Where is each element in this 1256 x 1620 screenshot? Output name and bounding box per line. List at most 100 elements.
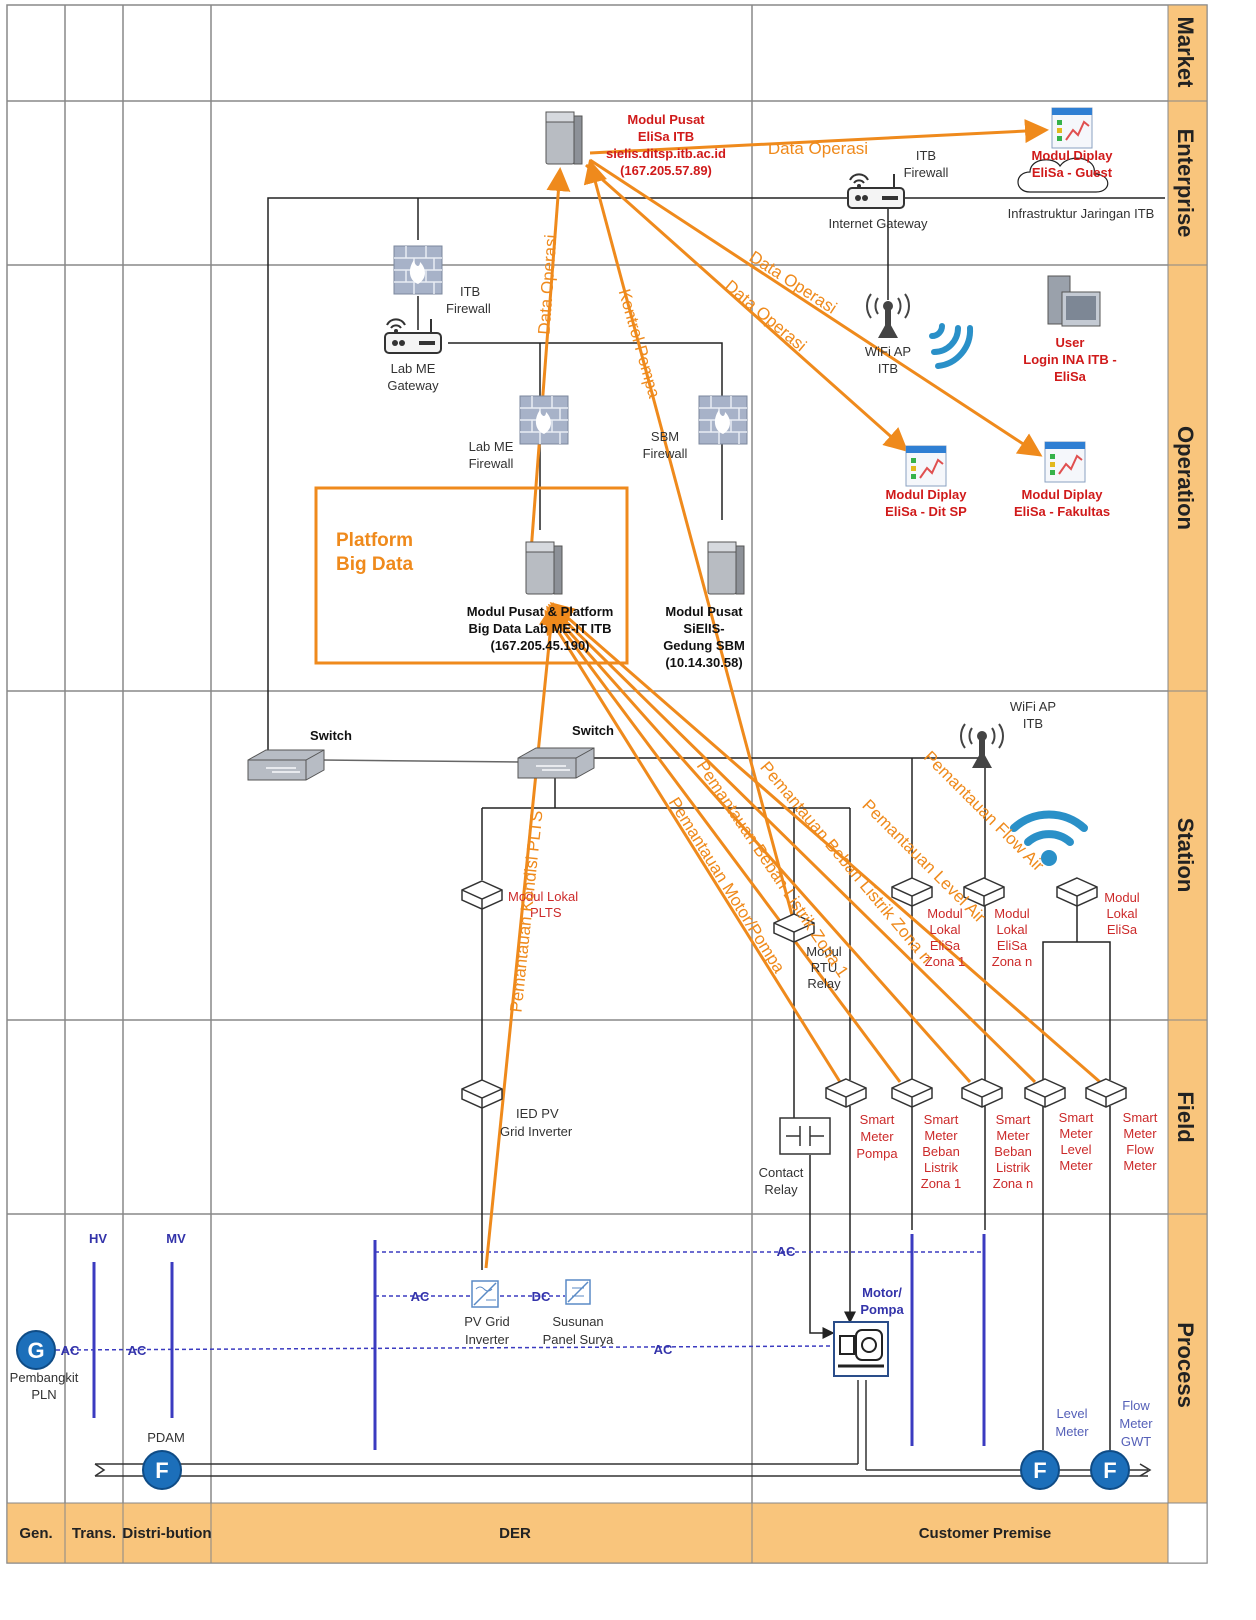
modul-pusat-sbm-label: (10.14.30.58) bbox=[665, 655, 742, 670]
ied-pv[interactable]: IED PV Grid Inverter bbox=[461, 1079, 573, 1139]
modul-pusat-elisa[interactable]: Modul Pusat EliSa ITB sielis.ditsp.itb.a… bbox=[545, 111, 726, 178]
ac-label-der: AC bbox=[777, 1244, 796, 1259]
zone-bar: Market Enterprise Operation Station Fiel… bbox=[1167, 4, 1208, 1504]
pv-inverter[interactable]: PV Grid Inverter bbox=[464, 1280, 510, 1347]
labme-firewall[interactable]: Lab ME Firewall bbox=[469, 395, 569, 471]
dashboard-icon bbox=[905, 445, 947, 487]
contact-relay[interactable]: Contact Relay bbox=[759, 1117, 831, 1197]
router-icon bbox=[847, 173, 905, 209]
lokal-zona1-label: Modul bbox=[927, 906, 963, 921]
lokal-plts-label: Modul Lokal bbox=[508, 889, 578, 904]
sm-pompa-label: Pompa bbox=[856, 1146, 898, 1161]
generator-pln[interactable]: G Pembangkit PLN bbox=[10, 1330, 79, 1402]
display-ditsp-label: Modul Diplay bbox=[886, 487, 968, 502]
display-fakultas[interactable]: Modul Diplay EliSa - Fakultas bbox=[1014, 441, 1110, 519]
lokal-elisa-label: Modul bbox=[1104, 890, 1140, 905]
level-meter[interactable]: Level Meter F bbox=[1020, 1406, 1089, 1490]
user-login-label: EliSa bbox=[1054, 369, 1087, 384]
ac-label-pv: AC bbox=[411, 1289, 430, 1304]
lokal-zona-n[interactable]: Modul Lokal EliSa Zona n bbox=[963, 877, 1032, 969]
modul-pusat-platform-label: (167.205.45.190) bbox=[490, 638, 589, 653]
lokal-zonan-label: EliSa bbox=[997, 938, 1028, 953]
sbm-firewall[interactable]: SBM Firewall bbox=[643, 395, 748, 461]
display-guest-label: Modul Diplay bbox=[1032, 148, 1114, 163]
lokal-elisa-label: Lokal bbox=[1106, 906, 1137, 921]
sm-flow[interactable]: Smart Meter Flow Meter bbox=[1085, 1078, 1158, 1173]
switch-icon bbox=[247, 749, 325, 781]
switch-2-label: Switch bbox=[572, 723, 614, 738]
server-icon bbox=[545, 111, 583, 165]
modul-pusat-label: Modul Pusat bbox=[627, 112, 705, 127]
modul-pusat-platform-label: Modul Pusat & Platform bbox=[467, 604, 614, 619]
router-icon bbox=[384, 318, 442, 354]
display-ditsp[interactable]: Modul Diplay EliSa - Dit SP bbox=[885, 445, 968, 519]
switch-2[interactable]: Switch bbox=[517, 723, 614, 779]
internet-gateway-label: Internet Gateway bbox=[829, 216, 928, 231]
lokal-elisa[interactable]: Modul Lokal EliSa bbox=[1056, 877, 1140, 937]
sm-zona1-label: Beban bbox=[922, 1144, 960, 1159]
domain-bar: Gen. Trans. Distri-bution DER Customer P… bbox=[6, 1502, 1208, 1564]
flow-labels: Data Operasi Data Operasi Data Operasi D… bbox=[506, 139, 1047, 1013]
wifi-icon bbox=[929, 323, 974, 369]
flow-arrows bbox=[484, 119, 1101, 1269]
antenna-icon bbox=[960, 723, 1004, 769]
panel-surya[interactable]: Susunan Panel Surya bbox=[543, 1279, 615, 1347]
flow-meter-gwt-label: Meter bbox=[1119, 1416, 1153, 1431]
level-meter-label: Meter bbox=[1055, 1424, 1089, 1439]
user-login[interactable]: User Login INA ITB - EliSa bbox=[1023, 275, 1117, 384]
domain-distribution: Distri-bution bbox=[122, 1525, 211, 1542]
pdam-label: PDAM bbox=[147, 1430, 185, 1445]
wifi-ap-operation[interactable]: WiFi AP ITB bbox=[865, 293, 911, 376]
solar-panel-icon bbox=[565, 1279, 591, 1305]
modul-pusat-platform[interactable]: Modul Pusat & Platform Big Data Lab ME-I… bbox=[467, 541, 614, 653]
user-login-label: Login INA ITB - bbox=[1023, 352, 1116, 367]
sm-zonan-label: Smart bbox=[996, 1112, 1031, 1127]
flow-meter-gwt[interactable]: Flow Meter GWT F bbox=[1090, 1398, 1153, 1490]
internet-gateway[interactable]: Internet Gateway ITB Firewall bbox=[829, 148, 949, 231]
pembangkit-label: PLN bbox=[31, 1387, 56, 1402]
sm-zonan-label: Listrik bbox=[996, 1160, 1030, 1175]
wifi-icon bbox=[1010, 810, 1088, 866]
modul-pusat-label: sielis.ditsp.itb.ac.id bbox=[606, 146, 726, 161]
modul-pusat-sbm[interactable]: Modul Pusat SiElIS- Gedung SBM (10.14.30… bbox=[663, 541, 745, 670]
user-login-label: User bbox=[1056, 335, 1085, 350]
dc-label: DC bbox=[532, 1289, 551, 1304]
wifi-signal-operation bbox=[929, 323, 974, 369]
grid-lines bbox=[6, 4, 1208, 1564]
itb-firewall[interactable]: ITB Firewall bbox=[393, 245, 491, 316]
wifi-signal-station bbox=[1010, 810, 1088, 866]
sm-zona-n[interactable]: Smart Meter Beban Listrik Zona n bbox=[961, 1078, 1033, 1191]
lokal-zona-1[interactable]: Modul Lokal EliSa Zona 1 bbox=[891, 877, 965, 969]
inverter-icon bbox=[471, 1280, 499, 1308]
meter-icon bbox=[1085, 1078, 1127, 1108]
sm-level[interactable]: Smart Meter Level Meter bbox=[1024, 1078, 1094, 1173]
itb-firewall-label: Firewall bbox=[446, 301, 491, 316]
lokal-plts[interactable]: Modul Lokal PLTS bbox=[461, 880, 578, 920]
sm-zona-1[interactable]: Smart Meter Beban Listrik Zona 1 bbox=[891, 1078, 961, 1191]
motor-pompa[interactable]: Motor/ Pompa bbox=[833, 1285, 904, 1377]
firewall-icon bbox=[519, 395, 569, 445]
flow-label-data-operasi-guest: Data Operasi bbox=[768, 139, 868, 158]
lokal-rtu[interactable]: Modul RTU Relay bbox=[773, 913, 842, 991]
contact-relay-label: Relay bbox=[764, 1182, 798, 1197]
sm-pompa[interactable]: Smart Meter Pompa bbox=[825, 1078, 898, 1161]
modul-pusat-label: EliSa ITB bbox=[638, 129, 694, 144]
sm-flow-label: Smart bbox=[1123, 1110, 1158, 1125]
lokal-zona1-label: Lokal bbox=[929, 922, 960, 937]
platform-big-data-box[interactable]: Platform Big Data bbox=[314, 486, 629, 665]
flow-meter-icon bbox=[142, 1450, 182, 1490]
flow-meter-gwt-label: GWT bbox=[1121, 1434, 1151, 1449]
display-guest[interactable]: Modul Diplay EliSa - Guest bbox=[1032, 107, 1114, 180]
display-ditsp-label: EliSa - Dit SP bbox=[885, 504, 967, 519]
sm-flow-label: Meter bbox=[1123, 1158, 1157, 1173]
labme-gateway[interactable]: Lab ME Gateway bbox=[384, 318, 442, 393]
labme-gateway-label: Gateway bbox=[387, 378, 439, 393]
meter-icon bbox=[1024, 1078, 1066, 1108]
computer-icon bbox=[1047, 275, 1101, 327]
pdam[interactable]: PDAM F bbox=[142, 1430, 185, 1490]
zone-process: Process bbox=[1173, 1322, 1198, 1408]
modul-pusat-sbm-label: SiElIS- bbox=[683, 621, 724, 636]
switch-1[interactable]: Switch bbox=[247, 728, 352, 781]
wifi-ap-station[interactable]: WiFi AP ITB bbox=[960, 699, 1056, 769]
